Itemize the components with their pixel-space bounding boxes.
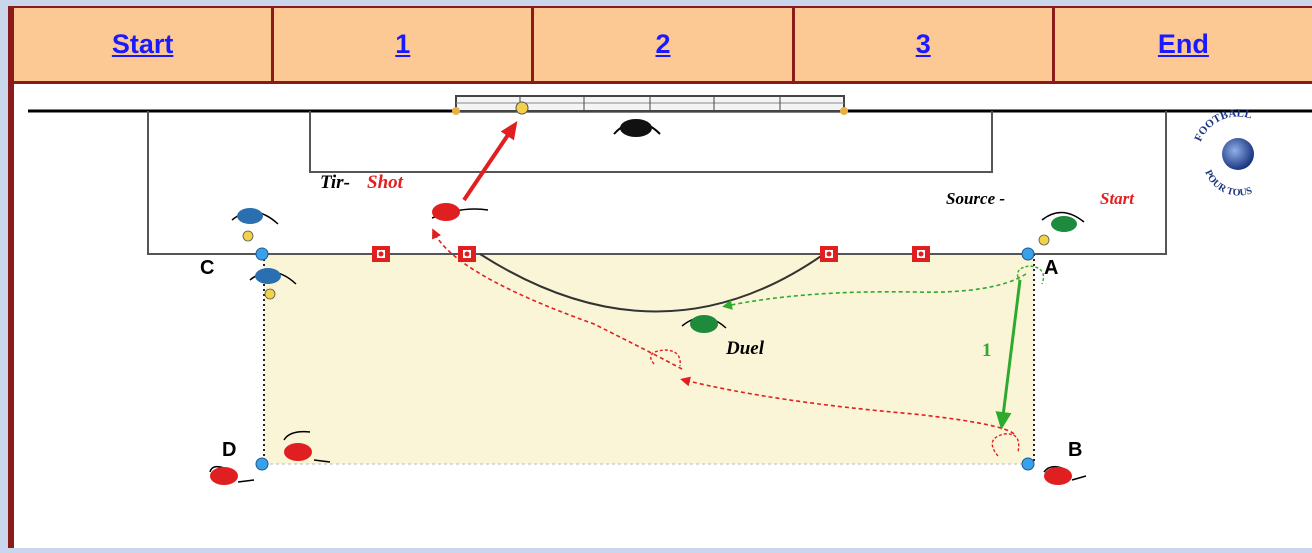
player-blue-c xyxy=(249,268,297,300)
player-green-duel xyxy=(681,315,727,333)
run-path-green xyxy=(722,273,1027,310)
nav-cell-1: 1 xyxy=(274,8,535,81)
ball-in-goal-icon xyxy=(515,101,529,115)
pass-number-label: 1 xyxy=(982,340,992,361)
player-blue-top xyxy=(231,208,279,242)
left-margin xyxy=(0,6,8,548)
dribble-loop-mid xyxy=(650,349,681,367)
player-red-b xyxy=(1043,465,1087,485)
nav-link-3[interactable]: 3 xyxy=(915,29,931,59)
mannequin-4 xyxy=(912,246,930,262)
step-navigation: Start 1 2 3 End xyxy=(14,6,1312,84)
duel-label: Duel xyxy=(725,338,765,359)
player-red-shooter xyxy=(431,203,489,221)
shot-arrow xyxy=(462,121,518,202)
mannequin-1 xyxy=(372,246,390,262)
shot-label: Shot xyxy=(367,172,404,193)
player-red-d-top xyxy=(283,430,331,463)
dribble-loop-a xyxy=(1016,265,1045,285)
player-red-d-bottom xyxy=(209,465,255,485)
cone-label-c: C xyxy=(200,257,214,279)
tir-label: Tir- xyxy=(320,172,350,193)
playing-zone xyxy=(264,254,1034,464)
cone-label-b: B xyxy=(1068,439,1082,461)
mannequin-2 xyxy=(458,246,476,262)
nav-link-1[interactable]: 1 xyxy=(395,29,411,59)
left-border xyxy=(8,6,14,548)
player-green-source xyxy=(1038,211,1085,246)
nav-cell-end: End xyxy=(1055,8,1312,81)
svg-text:FOOTBALL: FOOTBALL xyxy=(1192,107,1253,143)
dribble-loop-b xyxy=(991,433,1020,457)
dribble-path-red xyxy=(680,376,1015,435)
goalkeeper-icon xyxy=(613,119,661,137)
goal-area xyxy=(309,111,993,173)
cone-label-a: A xyxy=(1044,257,1058,279)
nav-cell-start: Start xyxy=(14,8,275,81)
penalty-area xyxy=(147,111,1167,255)
start-label: Start xyxy=(1100,189,1135,208)
cone-label-d: D xyxy=(222,439,236,461)
drill-canvas: C A D B Tir- Shot xyxy=(14,84,1312,548)
cone-d xyxy=(255,457,269,471)
cone-b xyxy=(1021,457,1035,471)
nav-cell-2: 2 xyxy=(534,8,795,81)
svg-text:POUR TOUS: POUR TOUS xyxy=(1202,168,1254,198)
nav-link-start[interactable]: Start xyxy=(111,29,174,59)
penalty-arc xyxy=(479,253,825,313)
cone-c xyxy=(255,247,269,261)
source-label: Source - xyxy=(946,189,1005,208)
mannequin-3 xyxy=(820,246,838,262)
goal-net xyxy=(452,95,848,115)
run-path-red-to-shot xyxy=(432,228,683,370)
nav-link-end[interactable]: End xyxy=(1157,29,1209,59)
drill-diagram: C A D B Tir- Shot xyxy=(28,95,1312,485)
nav-cell-3: 3 xyxy=(795,8,1055,81)
pass-arrow-1 xyxy=(995,279,1022,430)
football-pour-tous-logo: FOOTBALL POUR TOUS xyxy=(1192,107,1254,199)
cone-a xyxy=(1021,247,1035,261)
nav-link-2[interactable]: 2 xyxy=(655,29,671,59)
